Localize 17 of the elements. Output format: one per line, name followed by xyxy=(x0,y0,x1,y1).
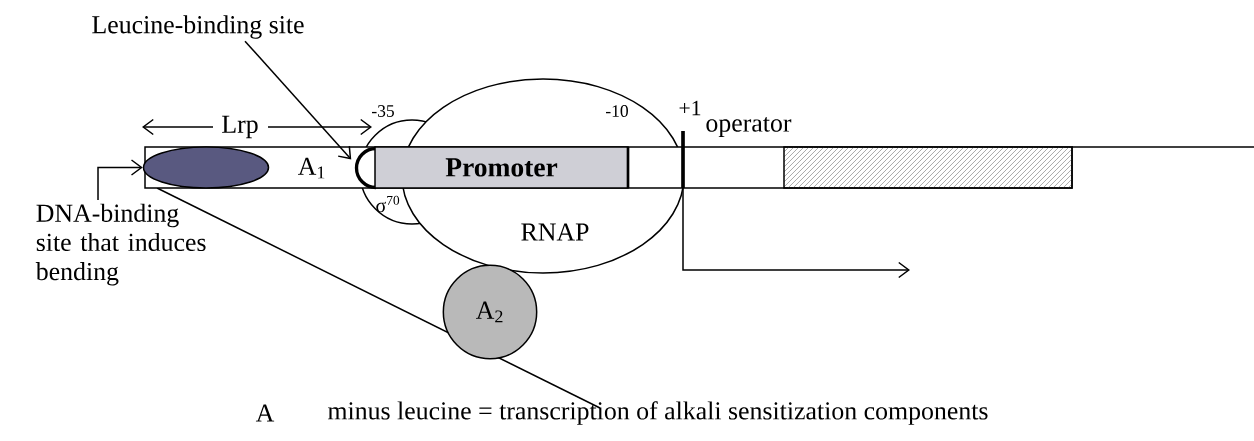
coding-region-box xyxy=(783,146,1073,189)
leucine-site-label: Leucine-binding site xyxy=(92,15,304,39)
leader-arrow xyxy=(97,159,143,201)
legend-letter: A xyxy=(255,404,275,422)
region-label: A$_{1}$ xyxy=(298,157,325,179)
leucine-binding-site xyxy=(354,146,377,190)
position-label: +1 xyxy=(679,100,701,116)
dna-binding-oval xyxy=(142,146,270,189)
leader-arrow xyxy=(244,40,352,160)
legend-text: minus leucine = transcription of alkali sensitization components xyxy=(327,401,988,425)
rnap-label: RNAP xyxy=(521,223,589,241)
position-label: -10 xyxy=(606,105,628,117)
promoter-box: Promoter xyxy=(374,146,629,189)
operator-label: operator xyxy=(706,117,792,137)
sigma-label: σ$^{70}$ xyxy=(376,195,400,213)
dna-binding-label: DNA-binding site that induces bending xyxy=(35,203,206,286)
position-label: -35 xyxy=(372,105,394,117)
